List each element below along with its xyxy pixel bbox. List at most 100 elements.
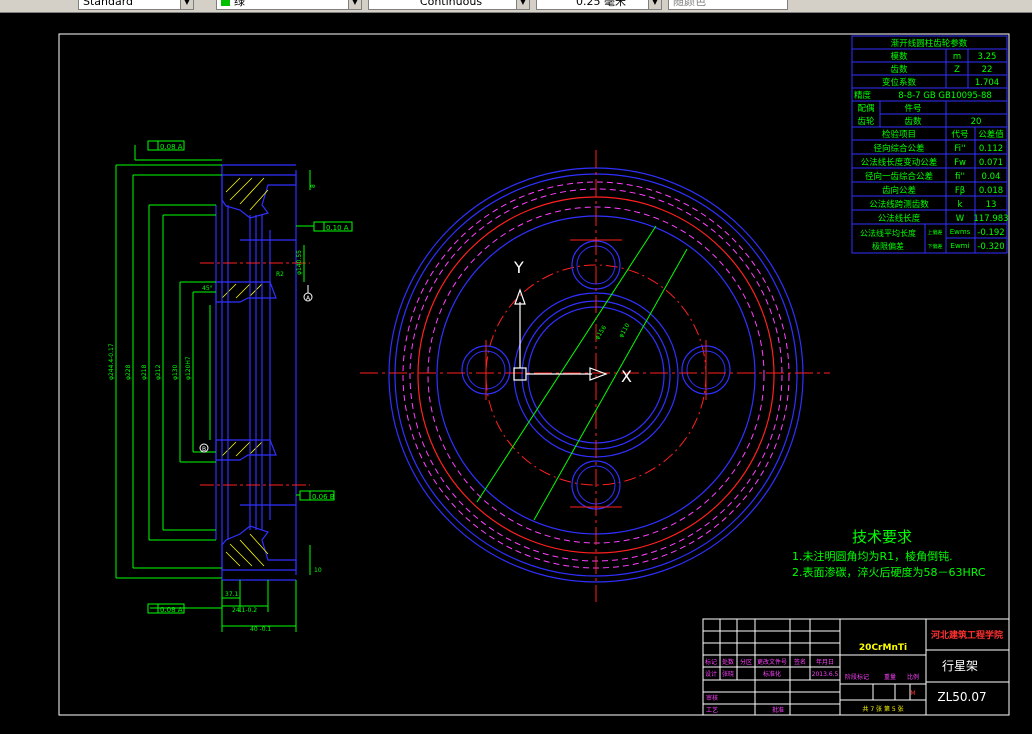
tol-frame-mid: 0.10 A — [326, 224, 349, 232]
tech-req-title: 技术要求 — [852, 528, 912, 546]
param-row-name: 模数 — [890, 51, 908, 62]
accuracy-label: 精度 — [854, 90, 872, 101]
inspect-row-symbol: Fi'' — [954, 144, 965, 154]
datum-b: B — [202, 446, 206, 453]
dim-phi110: φ110 — [618, 322, 632, 339]
inspect-row-value: 13 — [986, 200, 997, 210]
title-block: 20CrMnTi 河北建筑工程学院 行星架 ZL50.07 共 7 张 第 5 … — [702, 618, 1010, 716]
inspect-row-name: 公法线长度 — [878, 213, 921, 224]
title-block-cell: 更改文件号 — [757, 658, 787, 666]
dim-40: 40 -0.1 — [250, 626, 271, 633]
dim-45: 45° — [202, 285, 213, 292]
upper-deviation-value: -0.192 — [977, 228, 1004, 238]
chevron-down-icon[interactable]: ▼ — [348, 0, 361, 9]
ucs-icon: Y X — [513, 258, 632, 386]
inspect-row-symbol: W — [956, 214, 965, 224]
dim-10: 10 — [314, 567, 322, 574]
dim-37: 37.1 — [225, 591, 239, 598]
param-row-value: 3.25 — [978, 52, 997, 62]
param-table-title: 渐开线圆柱齿轮参数 — [891, 38, 968, 49]
weight-label: 重量 — [884, 673, 896, 681]
text-style-combo[interactable]: Standard ▼ — [78, 0, 194, 10]
front-view: φ156 φ110 — [360, 150, 830, 602]
inspect-row-value: 117.983 — [973, 214, 1008, 224]
section-view: 0.08 A 0.10 A 0.06 B 0.08 A A B φ244.4-0… — [108, 140, 353, 633]
inspect-row-symbol: fi'' — [955, 172, 965, 182]
lineweight-value: 0.25 毫米 — [576, 0, 626, 8]
inspect-row-value: 0.112 — [979, 144, 1003, 154]
layer-value: 绿 — [234, 0, 245, 8]
properties-toolbar: Standard ▼ 绿 ▼ Continuous ▼ 0.25 毫米 ▼ 随颜… — [0, 0, 1032, 13]
stage-label: 阶段标记 — [845, 673, 869, 681]
dim-120: φ120H7 — [185, 356, 192, 380]
dim-24: 24.1-0.2 — [232, 607, 257, 614]
accuracy-value: 8-8-7 GB GB10095-88 — [898, 91, 992, 101]
tol-frame-left: 0.08 A — [160, 606, 183, 614]
title-block-cell: 分区 — [740, 658, 752, 666]
mating-label-2: 齿轮 — [857, 116, 875, 127]
param-row-name: 齿数 — [890, 64, 908, 75]
part-name: 行星架 — [942, 659, 978, 673]
tech-req-line-1: 1.未注明圆角均为R1，棱角倒钝. — [792, 549, 953, 563]
dim-212: φ212 — [155, 364, 162, 380]
inspect-row-name: 齿向公差 — [882, 185, 916, 196]
inspect-row-name: 公法线长度变动公差 — [861, 157, 938, 168]
linetype-combo[interactable]: Continuous ▼ — [368, 0, 530, 10]
deviation-label-2: 极限偏差 — [872, 241, 904, 251]
deviation-label-1: 公法线平均长度 — [860, 228, 916, 238]
lower-deviation-label: 下偏差 — [927, 243, 942, 250]
title-block-cell: 设计 — [705, 670, 717, 678]
inspect-row-name: 径向一齿综合公差 — [865, 171, 933, 182]
title-block-cell: 标记 — [705, 658, 717, 666]
param-row-name: 变位系数 — [882, 77, 917, 88]
plotstyle-value: 随颜色 — [673, 0, 706, 8]
inspect-row-name: 公法线跨测齿数 — [869, 199, 929, 210]
title-block-cell: 处数 — [722, 658, 734, 666]
chevron-down-icon[interactable]: ▼ — [516, 0, 529, 9]
title-block-cell: 签名 — [794, 658, 806, 666]
review-label: 审核 — [706, 694, 718, 702]
dim-130: φ130 — [172, 364, 179, 380]
inspect-row-symbol: k — [958, 200, 963, 210]
tol-frame-top: 0.08 A — [160, 143, 183, 151]
param-row-symbol: Z — [954, 65, 960, 75]
inspect-row-value: 0.04 — [982, 172, 1001, 182]
layer-combo[interactable]: 绿 ▼ — [216, 0, 362, 10]
dim-218: φ218 — [141, 364, 148, 380]
inspect-row-value: 0.071 — [979, 158, 1003, 168]
inspect-row-name: 径向综合公差 — [873, 143, 924, 154]
mating-row-0-name: 件号 — [904, 103, 921, 114]
sheet-info: 共 7 张 第 5 张 — [862, 705, 903, 713]
text-style-value: Standard — [83, 0, 134, 8]
upper-deviation-sym: Ewms — [950, 228, 971, 236]
technical-requirements: 技术要求 1.未注明圆角均为R1，棱角倒钝. 2.表面渗碳，淬火后硬度为58－6… — [792, 528, 986, 579]
upper-deviation-label: 上偏差 — [927, 229, 942, 236]
param-row-symbol: m — [953, 52, 961, 62]
chevron-down-icon[interactable]: ▼ — [180, 0, 193, 9]
dim-8: 8 — [310, 184, 317, 188]
mating-row-1-value: 20 — [971, 117, 982, 127]
title-block-cell: 年月日 — [816, 658, 834, 666]
title-block-cell: 标准化 — [763, 670, 781, 678]
datum-a: A — [306, 295, 311, 302]
process-label: 工艺 — [706, 706, 718, 714]
param-row-value: 1.704 — [975, 78, 999, 88]
mating-label-1: 配偶 — [857, 103, 874, 114]
chevron-down-icon[interactable]: ▼ — [648, 0, 661, 9]
inspect-header-val: 公差值 — [978, 129, 1004, 140]
scale-label: 比例 — [907, 673, 919, 681]
approve-label: 批准 — [772, 706, 784, 714]
drawing-canvas[interactable]: φ156 φ110 Y X — [0, 13, 1032, 734]
material: 20CrMnTi — [859, 643, 907, 653]
dim-140: φ140.55 — [296, 250, 303, 275]
dim-od: φ244.4-0.17 — [108, 343, 115, 380]
school-name: 河北建筑工程学院 — [931, 629, 1003, 641]
scale-value: M — [910, 690, 915, 697]
title-block-cell: 张晓 — [722, 670, 734, 678]
tol-frame-bottom: 0.06 B — [312, 493, 335, 501]
inspect-header-name: 检验项目 — [882, 129, 916, 140]
plotstyle-combo[interactable]: 随颜色 — [668, 0, 788, 10]
lineweight-combo[interactable]: 0.25 毫米 ▼ — [536, 0, 662, 10]
ucs-y-label: Y — [513, 258, 524, 277]
